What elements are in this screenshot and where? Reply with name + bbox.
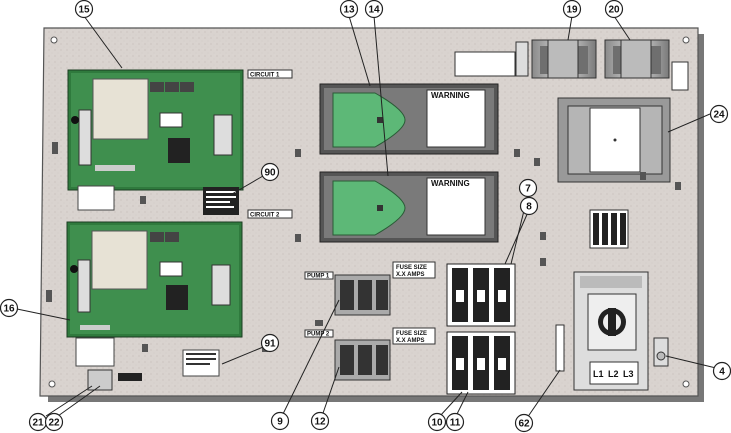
callout-62: 62	[514, 413, 534, 433]
callout-10: 10	[427, 412, 447, 432]
svg-text:62: 62	[518, 419, 530, 430]
amps-label-1: X.X AMPS	[396, 272, 424, 278]
callout-16: 16	[0, 298, 19, 318]
callout-8: 8	[519, 196, 539, 216]
svg-text:15: 15	[78, 5, 90, 16]
svg-text:9: 9	[277, 417, 283, 428]
top-label	[454, 51, 516, 77]
svg-text:19: 19	[566, 5, 578, 16]
amps-label-2: X.X AMPS	[396, 338, 424, 344]
circuit-board-1: CIRCUIT 1	[67, 69, 293, 191]
svg-text:22: 22	[48, 418, 60, 429]
transformer-24	[557, 97, 671, 183]
svg-text:91: 91	[264, 339, 276, 350]
callout-21: 21	[28, 412, 48, 432]
fuse-holder-pump-2: PUMP 2 FUSE SIZE X.X AMPS	[304, 327, 436, 381]
mounting-hardware	[46, 142, 681, 352]
terminal-block	[589, 209, 629, 249]
callout-24: 24	[709, 104, 729, 124]
svg-text:14: 14	[368, 5, 380, 16]
callout-7: 7	[518, 178, 538, 198]
svg-text:7: 7	[525, 184, 531, 195]
circuit-1-label: CIRCUIT 1	[250, 73, 280, 79]
device-62	[555, 324, 565, 372]
l3-label: L3	[623, 369, 634, 379]
l2-label: L2	[608, 369, 619, 379]
svg-text:11: 11	[450, 418, 461, 429]
svg-text:13: 13	[343, 5, 355, 16]
contactors-lower	[446, 331, 516, 395]
ground-terminal	[653, 337, 669, 367]
fuse-size-label-2: FUSE SIZE	[396, 331, 427, 337]
svg-text:4: 4	[719, 367, 725, 378]
fuse-size-label-1: FUSE SIZE	[396, 265, 427, 271]
callout-15: 15	[74, 0, 94, 19]
callout-11: 11	[445, 412, 465, 432]
circuit-2-label: CIRCUIT 2	[250, 213, 280, 219]
callout-91: 91	[260, 333, 280, 353]
svg-text:90: 90	[264, 168, 276, 179]
callout-90: 90	[260, 162, 280, 182]
fuse-holder-pump-1: PUMP 1 FUSE SIZE X.X AMPS	[304, 261, 436, 316]
callout-4: 4	[712, 361, 731, 381]
leader-lines	[16, 15, 717, 419]
transformer-20	[604, 39, 670, 79]
blank-label-upper	[77, 185, 115, 211]
callout-9: 9	[270, 411, 290, 431]
l1-label: L1	[593, 369, 604, 379]
warning-plate-13: WARNING	[319, 83, 499, 155]
warning-label-2: WARNING	[431, 179, 470, 188]
callout-13: 13	[339, 0, 359, 19]
svg-text:10: 10	[431, 418, 443, 429]
blank-label-lower	[75, 337, 115, 367]
svg-text:16: 16	[3, 304, 15, 315]
callout-19: 19	[562, 0, 582, 19]
callout-12: 12	[310, 411, 330, 431]
ground-lug-21-22	[87, 369, 113, 391]
svg-text:8: 8	[526, 202, 532, 213]
circuit-board-2: CIRCUIT 2	[66, 209, 293, 338]
svg-text:21: 21	[32, 418, 44, 429]
svg-text:12: 12	[314, 417, 326, 428]
disconnect-switch: L1 L2 L3	[573, 271, 649, 391]
pump-1-label: PUMP 1	[307, 274, 330, 280]
warning-label-1: WARNING	[431, 91, 470, 100]
svg-text:24: 24	[713, 110, 725, 121]
warning-plate-14: WARNING	[319, 171, 499, 243]
callout-22: 22	[44, 412, 64, 432]
svg-text:20: 20	[608, 5, 620, 16]
callout-20: 20	[604, 0, 624, 19]
callout-14: 14	[364, 0, 384, 19]
contactors-upper	[446, 263, 516, 327]
pump-2-label: PUMP 2	[307, 332, 330, 338]
transformer-19	[531, 39, 597, 79]
